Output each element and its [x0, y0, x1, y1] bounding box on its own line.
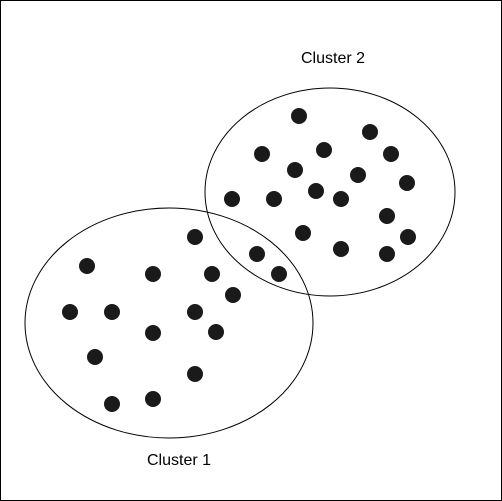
data-point — [316, 142, 332, 158]
cluster-2-boundary — [204, 87, 456, 297]
data-point — [224, 191, 240, 207]
data-point — [333, 241, 349, 257]
data-point — [362, 124, 378, 140]
data-point — [208, 324, 224, 340]
data-point — [145, 266, 161, 282]
data-point — [62, 304, 78, 320]
data-point — [379, 246, 395, 262]
data-point — [308, 183, 324, 199]
data-point — [187, 304, 203, 320]
data-point — [271, 266, 287, 282]
data-point — [295, 225, 311, 241]
data-point — [254, 146, 270, 162]
data-point — [400, 229, 416, 245]
data-point — [145, 391, 161, 407]
data-point — [104, 304, 120, 320]
data-point — [225, 287, 241, 303]
data-point — [287, 162, 303, 178]
data-point — [291, 108, 307, 124]
data-point — [104, 396, 120, 412]
data-point — [187, 366, 203, 382]
data-point — [87, 349, 103, 365]
cluster-2-label: Cluster 2 — [301, 50, 365, 67]
data-point — [204, 266, 220, 282]
data-point — [145, 325, 161, 341]
data-point — [399, 175, 415, 191]
data-point — [379, 208, 395, 224]
data-point — [333, 191, 349, 207]
data-point — [187, 229, 203, 245]
data-point — [350, 167, 366, 183]
cluster-1-label: Cluster 1 — [147, 452, 211, 469]
data-point — [383, 146, 399, 162]
data-point — [249, 246, 265, 262]
points-layer — [62, 108, 416, 412]
data-point — [79, 258, 95, 274]
cluster-1-boundary — [24, 207, 314, 439]
data-point — [266, 191, 282, 207]
